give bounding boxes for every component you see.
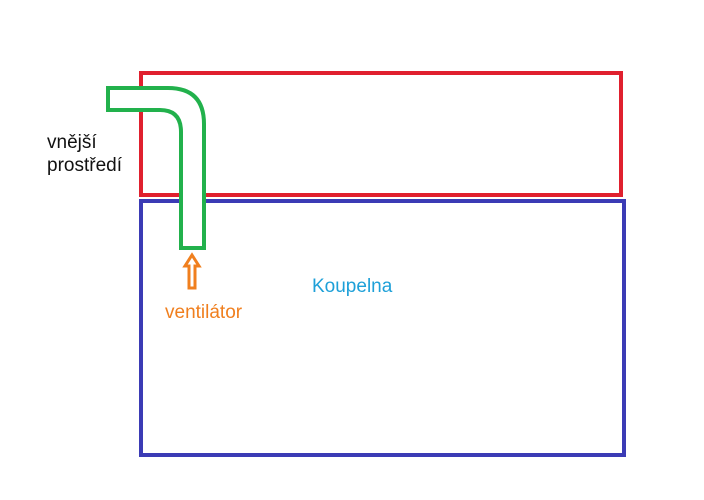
fan-label: ventilátor [165,302,243,323]
ventilation-duct [106,86,206,250]
outside-label-line-2: prostředí [47,155,122,176]
bathroom-label: Koupelna [312,276,393,297]
outside-environment-label: vnější prostředí [47,131,122,177]
bathroom-outline [139,199,626,457]
upper-room-outline [139,71,623,197]
outside-label-line-1: vnější [47,132,97,153]
up-arrow-icon [182,252,202,290]
